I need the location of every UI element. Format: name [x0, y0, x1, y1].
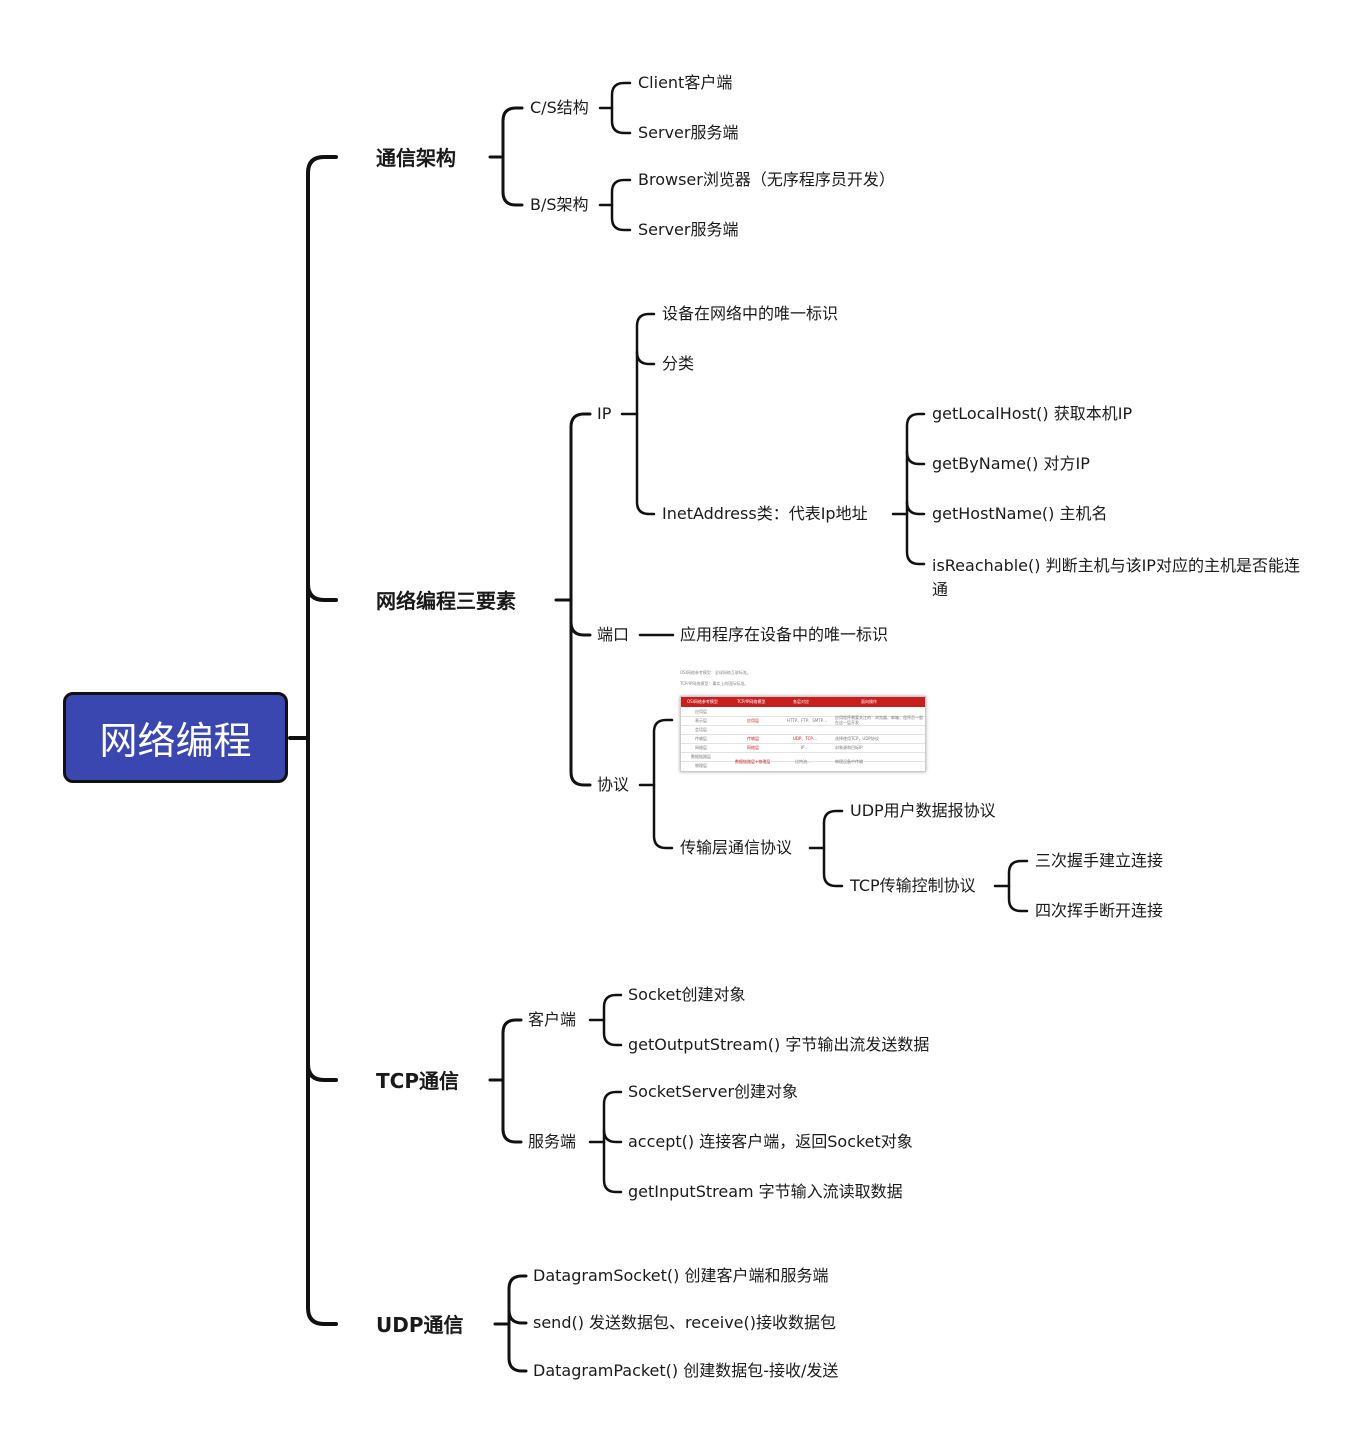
node-accept[interactable]: accept() 连接客户端，返回Socket对象: [628, 1132, 913, 1151]
thumb-osi-cell: 网络层: [695, 745, 707, 750]
node-bs-server[interactable]: Server服务端: [638, 220, 739, 239]
thumb-header-cell: TCP/IP网络模型: [737, 699, 766, 704]
thumb-osi-cell: 会话层: [695, 727, 707, 732]
connector-line: [610, 81, 632, 135]
node-socket-create[interactable]: Socket创建对象: [628, 985, 746, 1004]
thumb-row-line: [681, 743, 925, 744]
connector-line: [306, 1062, 338, 1082]
connector-line: [306, 155, 338, 1326]
node-ip[interactable]: IP: [597, 404, 612, 423]
thumb-op-cell: 选择使用TCP，UDP协议: [835, 736, 879, 741]
node-bs[interactable]: B/S架构: [530, 195, 589, 214]
connector-line: [602, 1090, 623, 1194]
connector-line: [602, 993, 623, 1047]
thumb-table: OSI网络参考模型 TCP/IP网络模型 各层对应 面向操作 应用层 表示层 会…: [680, 696, 926, 772]
node-gethostname[interactable]: getHostName() 主机名: [932, 504, 1108, 523]
thumb-map-cell: HTTP、FTP、SMTP…: [787, 718, 828, 723]
node-udp-protocol[interactable]: UDP用户数据报协议: [850, 801, 996, 820]
connector-line: [569, 412, 592, 787]
connector-line: [507, 1308, 528, 1325]
thumb-caption: TCP/IP网络模型：事实上的国际标准。: [680, 681, 749, 686]
node-four-way-wave[interactable]: 四次挥手断开连接: [1035, 901, 1164, 920]
node-udp[interactable]: UDP通信: [376, 1313, 464, 1337]
thumb-header-cell: 各层对应: [793, 699, 809, 704]
connector-line: [306, 582, 338, 602]
node-protocol[interactable]: 协议: [597, 775, 630, 794]
node-inetaddress[interactable]: InetAddress类：代表Ip地址: [662, 504, 868, 523]
thumb-row-line: [681, 761, 925, 762]
node-bs-browser[interactable]: Browser浏览器（无序程序员开发）: [638, 170, 895, 189]
node-datagrampacket[interactable]: DatagramPacket() 创建数据包-接收/发送: [533, 1361, 839, 1380]
connector-line: [501, 1018, 523, 1144]
node-architecture[interactable]: 通信架构: [376, 146, 456, 170]
node-getbyname[interactable]: getByName() 对方IP: [932, 454, 1090, 473]
connector-line: [507, 1274, 528, 1373]
node-getoutputstream[interactable]: getOutputStream() 字节输出流发送数据: [628, 1035, 930, 1054]
node-send-receive[interactable]: send() 发送数据包、receive()接收数据包: [533, 1313, 837, 1332]
thumb-tcpip-cell: 网络层: [747, 745, 759, 750]
thumb-op-cell: 封装源和目标IP: [835, 745, 863, 750]
thumb-tcpip-cell: 传输层: [747, 736, 759, 741]
node-three-way-handshake[interactable]: 三次握手建立连接: [1035, 851, 1164, 870]
node-cs[interactable]: C/S结构: [530, 98, 589, 117]
node-getinputstream[interactable]: getInputStream 字节输入流读取数据: [628, 1182, 903, 1201]
node-tcp-server[interactable]: 服务端: [528, 1132, 577, 1151]
root-node[interactable]: 网络编程: [63, 692, 288, 783]
thumb-osi-cell: 应用层: [695, 709, 707, 714]
thumb-op-cell: 应用程序需要关注的：浏览器、邮箱、程序员一般在这一层开发: [835, 715, 923, 725]
node-ip-unique[interactable]: 设备在网络中的唯一标识: [662, 304, 839, 323]
node-isreachable[interactable]: isReachable() 判断主机与该IP对应的主机是否能连通: [932, 556, 1300, 599]
thumb-row-line: [681, 725, 925, 726]
thumb-map-cell: IP…: [801, 745, 809, 750]
node-tcp[interactable]: TCP通信: [376, 1069, 459, 1093]
thumb-header-cell: 面向操作: [861, 699, 877, 704]
node-elements[interactable]: 网络编程三要素: [376, 589, 516, 613]
root-label: 网络编程: [99, 719, 252, 763]
connector-line: [822, 809, 844, 888]
connector-line: [1007, 859, 1029, 913]
node-cs-server[interactable]: Server服务端: [638, 123, 739, 142]
thumb-osi-cell: 表示层: [695, 718, 707, 723]
node-getlocalhost[interactable]: getLocalHost() 获取本机IP: [932, 404, 1133, 423]
node-datagramsocket[interactable]: DatagramSocket() 创建客户端和服务端: [533, 1266, 829, 1285]
osi-model-thumbnail[interactable]: OSI网络参考模型：全球网络互联标准。 TCP/IP网络模型：事实上的国际标准。…: [678, 666, 926, 772]
connector-line: [610, 178, 632, 232]
connector-line: [602, 1128, 623, 1144]
thumb-map-cell: UDP、TCP…: [793, 736, 817, 741]
thumb-map-cell: 比特流…: [795, 759, 811, 764]
connector-line: [635, 312, 656, 516]
thumb-row-line: [681, 752, 925, 753]
node-cs-client[interactable]: Client客户端: [638, 73, 733, 92]
thumb-table-header: OSI网络参考模型 TCP/IP网络模型 各层对应 面向操作: [681, 697, 925, 707]
thumb-header-cell: OSI网络参考模型: [687, 699, 718, 704]
thumb-osi-cell: 物理层: [695, 763, 707, 768]
thumb-tcpip-cell: 应用层: [747, 718, 759, 723]
node-serversocket-create[interactable]: SocketServer创建对象: [628, 1082, 799, 1101]
thumb-row-line: [681, 734, 925, 735]
thumb-row-line: [681, 716, 925, 717]
node-port[interactable]: 端口: [597, 625, 630, 644]
connector-line: [635, 350, 656, 366]
connector-line: [501, 106, 524, 207]
thumb-op-cell: 物理设备中传输: [835, 759, 863, 764]
node-ip-category[interactable]: 分类: [662, 354, 695, 373]
connector-line: [905, 450, 926, 466]
thumb-tcpip-cell: 数据链路层+物理层: [735, 759, 771, 764]
connector-line: [905, 412, 926, 566]
connector-line: [905, 500, 926, 516]
thumb-osi-cell: 传输层: [695, 736, 707, 741]
thumb-caption: OSI网络参考模型：全球网络互联标准。: [680, 670, 751, 675]
connector-line: [652, 718, 674, 850]
thumb-osi-cell: 数据链路层: [691, 754, 711, 759]
connector-line: [569, 620, 592, 637]
node-tcp-client[interactable]: 客户端: [528, 1010, 577, 1029]
node-port-desc[interactable]: 应用程序在设备中的唯一标识: [680, 625, 889, 644]
node-transport[interactable]: 传输层通信协议: [680, 838, 793, 857]
node-tcp-protocol[interactable]: TCP传输控制协议: [850, 876, 976, 895]
